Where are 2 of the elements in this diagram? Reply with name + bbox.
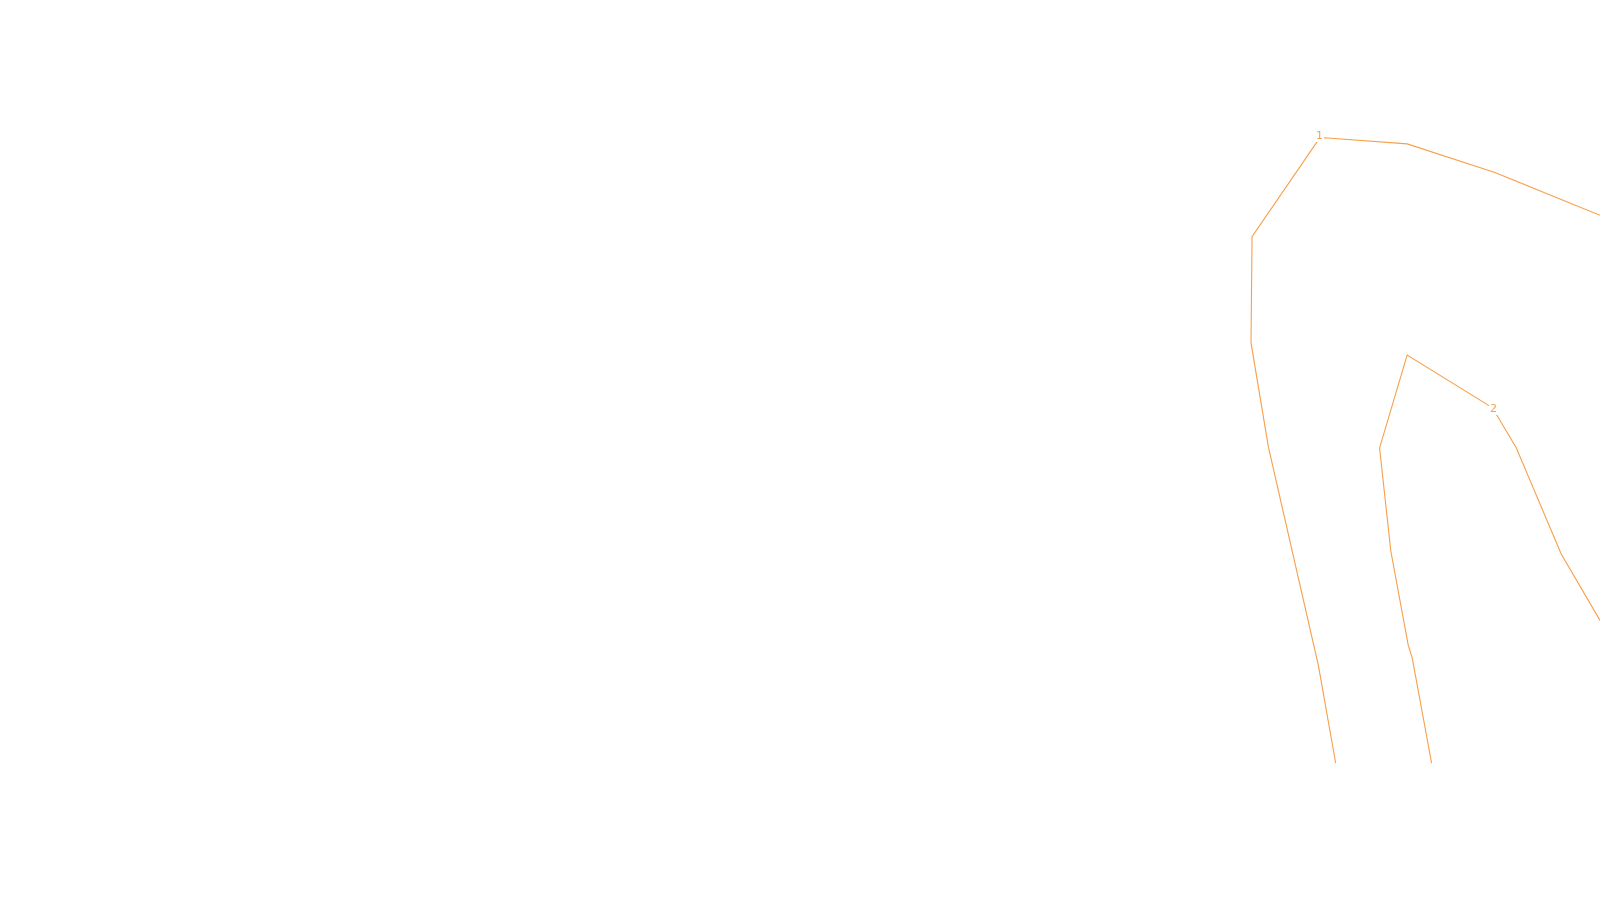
callout-number: 1 (1315, 130, 1324, 142)
callout-number: 2 (1489, 403, 1498, 415)
